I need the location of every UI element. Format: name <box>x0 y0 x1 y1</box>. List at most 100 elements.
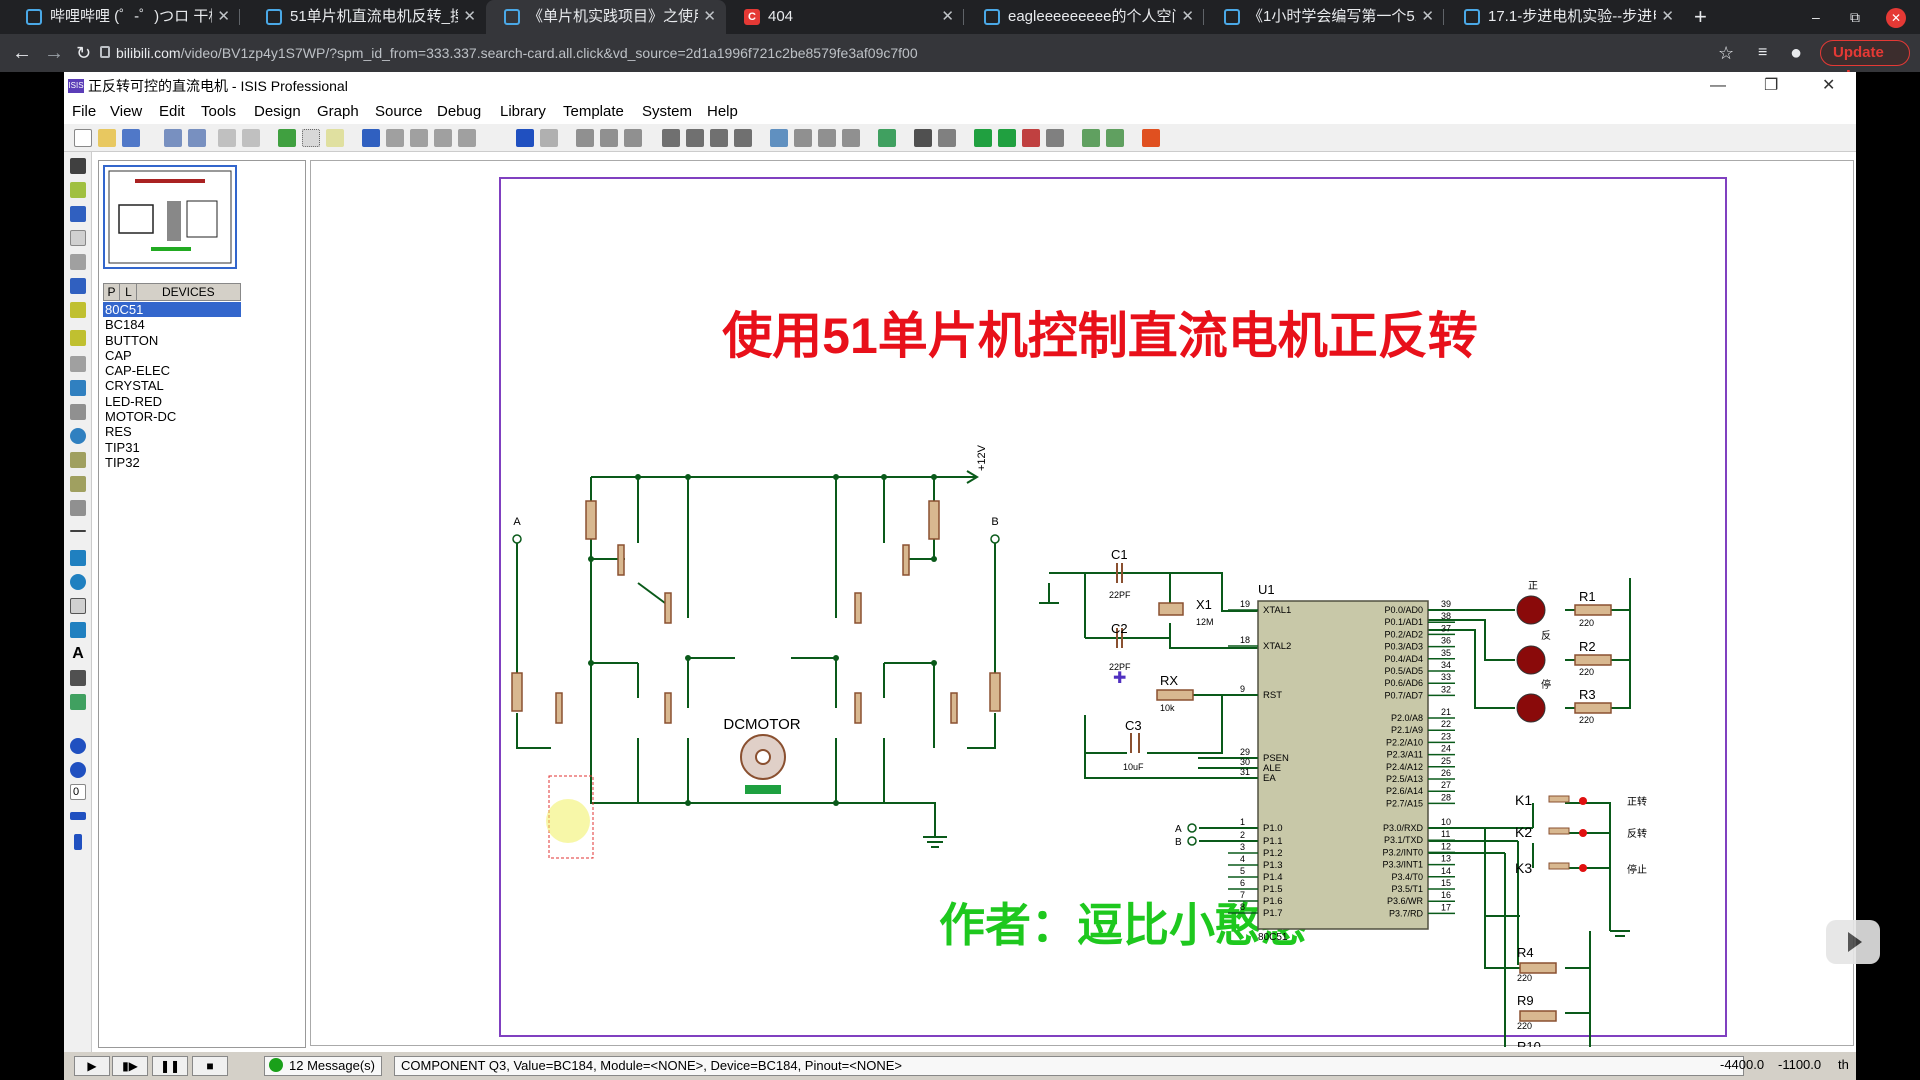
browser-tab-active[interactable]: 《单片机实践项目》之使用 ✕ <box>486 0 726 34</box>
decompose-icon[interactable] <box>842 129 860 147</box>
browser-tab[interactable]: 《1小时学会编写第一个51 ✕ <box>1206 0 1444 34</box>
menu-template[interactable]: Template <box>563 103 624 120</box>
line-tool-icon[interactable] <box>70 530 86 532</box>
junction-mode-icon[interactable] <box>70 206 86 222</box>
zoom-area-icon[interactable] <box>458 129 476 147</box>
voltage-probe-icon[interactable] <box>70 452 86 468</box>
device-list-item[interactable]: TIP32 <box>105 454 140 470</box>
reload-icon[interactable]: ↻ <box>76 43 92 63</box>
profile-avatar-icon[interactable]: ● <box>1790 42 1803 64</box>
block-delete-icon[interactable] <box>734 129 752 147</box>
url-field[interactable]: bilibili.com/video/BV1zp4y1S7WP/?spm_id_… <box>116 40 918 66</box>
text-script-mode-icon[interactable] <box>70 254 86 270</box>
reading-list-icon[interactable]: ≡ <box>1758 44 1768 61</box>
menu-tools[interactable]: Tools <box>201 103 237 120</box>
restore-icon[interactable]: ⧉ <box>1850 9 1860 25</box>
device-list-item[interactable]: BC184 <box>105 317 145 333</box>
browser-tab[interactable]: C 404 ✕ <box>726 0 964 34</box>
symbol-tool-icon[interactable] <box>70 670 86 686</box>
menu-debug[interactable]: Debug <box>437 103 482 120</box>
open-file-icon[interactable] <box>98 129 116 147</box>
minimize-icon[interactable]: – <box>1812 9 1820 25</box>
mirror-x-icon[interactable] <box>70 812 86 820</box>
block-move-icon[interactable] <box>686 129 704 147</box>
redo-icon[interactable] <box>540 129 558 147</box>
zoom-out-icon[interactable] <box>410 129 428 147</box>
new-tab-icon[interactable]: + <box>1694 4 1707 29</box>
browser-tab[interactable]: 51单片机直流电机反转_搜 ✕ <box>248 0 486 34</box>
save-file-icon[interactable] <box>122 129 140 147</box>
marker-tool-icon[interactable] <box>70 694 86 710</box>
device-list-item[interactable]: CAP-ELEC <box>105 363 171 379</box>
device-list-item[interactable]: 80C51 <box>103 302 241 318</box>
print-area-icon[interactable] <box>242 129 260 147</box>
graph-mode-icon[interactable] <box>70 380 86 396</box>
cut-icon[interactable] <box>576 129 594 147</box>
new-sheet-icon[interactable] <box>974 129 992 147</box>
rotate-anticlockwise-icon[interactable] <box>70 762 86 778</box>
menu-help[interactable]: Help <box>707 103 738 120</box>
tab-close-icon[interactable]: ✕ <box>1421 8 1434 25</box>
device-list-item[interactable]: RES <box>105 424 132 440</box>
undo-icon[interactable] <box>516 129 534 147</box>
tape-recorder-mode-icon[interactable] <box>70 404 86 420</box>
library-manager-button[interactable]: L <box>121 284 137 300</box>
block-copy-icon[interactable] <box>662 129 680 147</box>
pan-icon[interactable] <box>362 129 380 147</box>
export-icon[interactable] <box>188 129 206 147</box>
device-list-item[interactable]: CAP <box>105 347 132 363</box>
forward-icon[interactable]: → <box>44 42 64 64</box>
isis-restore-icon[interactable]: ❐ <box>1764 77 1779 94</box>
menu-library[interactable]: Library <box>500 103 546 120</box>
make-device-icon[interactable] <box>794 129 812 147</box>
tab-close-icon[interactable]: ✕ <box>1661 8 1674 25</box>
virtual-instruments-icon[interactable] <box>70 500 86 516</box>
schematic-canvas[interactable]: 使用51单片机控制直流电机正反转 作者：逗比小憨憨 <box>310 160 1854 1047</box>
menu-graph[interactable]: Graph <box>317 103 359 120</box>
device-list-item[interactable]: LED-RED <box>105 393 163 409</box>
device-list-item[interactable]: CRYSTAL <box>105 378 164 394</box>
menu-source[interactable]: Source <box>375 103 423 120</box>
stop-simulation-button[interactable]: ■ <box>192 1056 228 1076</box>
isis-minimize-icon[interactable]: — <box>1710 77 1726 94</box>
generator-mode-icon[interactable] <box>70 428 86 444</box>
device-list-item[interactable]: MOTOR-DC <box>105 409 177 425</box>
overview-window[interactable] <box>103 165 237 269</box>
wire-label-mode-icon[interactable] <box>70 230 86 246</box>
device-pins-mode-icon[interactable] <box>70 356 86 372</box>
update-button[interactable]: Update ⋮ <box>1820 40 1910 85</box>
play-simulation-button[interactable]: ▶ <box>74 1056 110 1076</box>
pause-simulation-button[interactable]: ❚❚ <box>152 1056 188 1076</box>
property-assign-icon[interactable] <box>938 129 956 147</box>
origin-icon[interactable] <box>326 129 344 147</box>
browser-tab[interactable]: 17.1-步进电机实验--步进电 ✕ <box>1446 0 1684 34</box>
tab-close-icon[interactable]: ✕ <box>1181 8 1194 25</box>
arc-tool-icon[interactable] <box>70 598 86 614</box>
block-rotate-icon[interactable] <box>710 129 728 147</box>
circle-tool-icon[interactable] <box>70 574 86 590</box>
tab-close-icon[interactable]: ✕ <box>941 8 954 25</box>
rotate-clockwise-icon[interactable] <box>70 738 86 754</box>
menu-file[interactable]: File <box>72 103 97 120</box>
add-sheet-icon[interactable] <box>998 129 1016 147</box>
tab-close-icon[interactable]: ✕ <box>463 8 476 25</box>
menu-design[interactable]: Design <box>254 103 301 120</box>
bill-of-materials-icon[interactable] <box>1082 129 1100 147</box>
zoom-all-icon[interactable] <box>434 129 452 147</box>
text-tool-icon[interactable]: A <box>72 645 84 662</box>
browser-tab[interactable]: eagleeeeeeeee的个人空间 ✕ <box>966 0 1204 34</box>
mirror-y-icon[interactable] <box>74 834 82 850</box>
component-mode-icon[interactable] <box>70 182 86 198</box>
redraw-icon[interactable] <box>278 129 296 147</box>
search-tag-icon[interactable] <box>914 129 932 147</box>
selection-mode-icon[interactable] <box>70 158 86 174</box>
goto-parent-icon[interactable] <box>1046 129 1064 147</box>
box-tool-icon[interactable] <box>70 550 86 566</box>
device-list-item[interactable]: BUTTON <box>105 332 159 348</box>
pick-from-library-button[interactable]: P <box>104 284 120 300</box>
rotation-angle-field[interactable]: 0 <box>70 784 86 800</box>
tab-close-icon[interactable]: ✕ <box>703 8 716 25</box>
netlist-to-ares-icon[interactable] <box>1142 129 1160 147</box>
menu-edit[interactable]: Edit <box>159 103 185 120</box>
print-icon[interactable] <box>218 129 236 147</box>
